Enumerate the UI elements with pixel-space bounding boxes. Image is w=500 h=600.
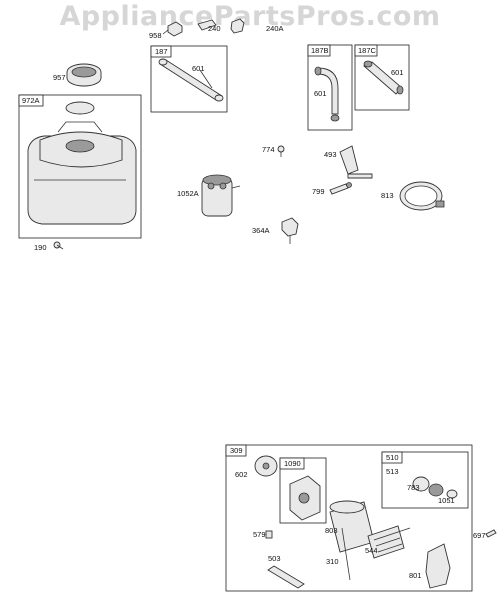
box-label-187C: 187C [358,46,377,55]
part-510-drive-gear[interactable] [412,476,458,499]
label-601-a: 601 [192,64,205,73]
part-602-gasket[interactable] [254,455,278,477]
part-187C-fuel-line[interactable] [363,60,404,95]
label-513: 513 [386,467,399,476]
label-783: 783 [407,483,420,492]
label-240A: 240A [266,24,284,33]
part-187B-fuel-line[interactable] [314,66,340,122]
label-493: 493 [324,150,337,159]
part-1052A-solenoid[interactable] [201,174,241,217]
part-972A-fuel-tank[interactable] [27,101,137,225]
part-493-bracket[interactable] [339,145,373,179]
part-364A[interactable] [281,217,299,244]
label-1052A: 1052A [177,189,199,198]
watermark: AppliancePartsPros.com [0,0,500,34]
label-799: 799 [312,187,325,196]
label-957: 957 [53,73,66,82]
part-1090-end-cap[interactable] [289,475,321,521]
label-190: 190 [34,243,47,252]
box-187C [354,44,410,111]
label-602: 602 [235,470,248,479]
label-697: 697 [473,531,486,540]
part-799-stud[interactable] [329,182,352,195]
part-187-fuel-line[interactable] [158,58,224,102]
label-240: 240 [208,24,221,33]
box-972A [18,94,142,239]
label-310: 310 [326,557,339,566]
box-label-187: 187 [155,47,168,56]
label-813: 813 [381,191,394,200]
box-510 [381,451,469,509]
label-503: 503 [268,554,281,563]
box-label-309: 309 [230,446,243,455]
label-1051: 1051 [438,496,455,505]
label-601-c: 601 [391,68,404,77]
box-309 [225,444,473,592]
box-label-510: 510 [386,453,399,462]
label-544: 544 [365,546,378,555]
part-240A[interactable] [230,18,245,34]
label-774: 774 [262,145,275,154]
box-label-187B: 187B [311,46,329,55]
box-187 [150,45,228,113]
box-label-972A: 972A [22,96,40,105]
box-label-1090: 1090 [284,459,301,468]
watermark-text: AppliancePartsPros.com [59,1,441,32]
label-601-b: 601 [314,89,327,98]
label-364A: 364A [252,226,270,235]
part-579[interactable] [265,530,273,539]
part-958[interactable] [162,21,183,37]
part-240[interactable] [197,19,217,31]
part-310-bolt[interactable] [341,527,351,581]
label-579: 579 [253,530,266,539]
part-774[interactable] [277,145,285,157]
part-503-bracket[interactable] [267,565,305,589]
part-957-cap[interactable] [66,63,102,87]
box-187B [307,44,353,131]
part-813-clamp[interactable] [399,181,445,211]
part-190-screw[interactable] [53,241,64,250]
label-801: 801 [409,571,422,580]
part-544-armature[interactable] [367,525,411,559]
part-801-end-cover[interactable] [425,543,451,589]
part-803-housing[interactable] [329,500,375,553]
part-697[interactable] [485,529,497,538]
label-803: 803 [325,526,338,535]
label-958: 958 [149,31,162,40]
